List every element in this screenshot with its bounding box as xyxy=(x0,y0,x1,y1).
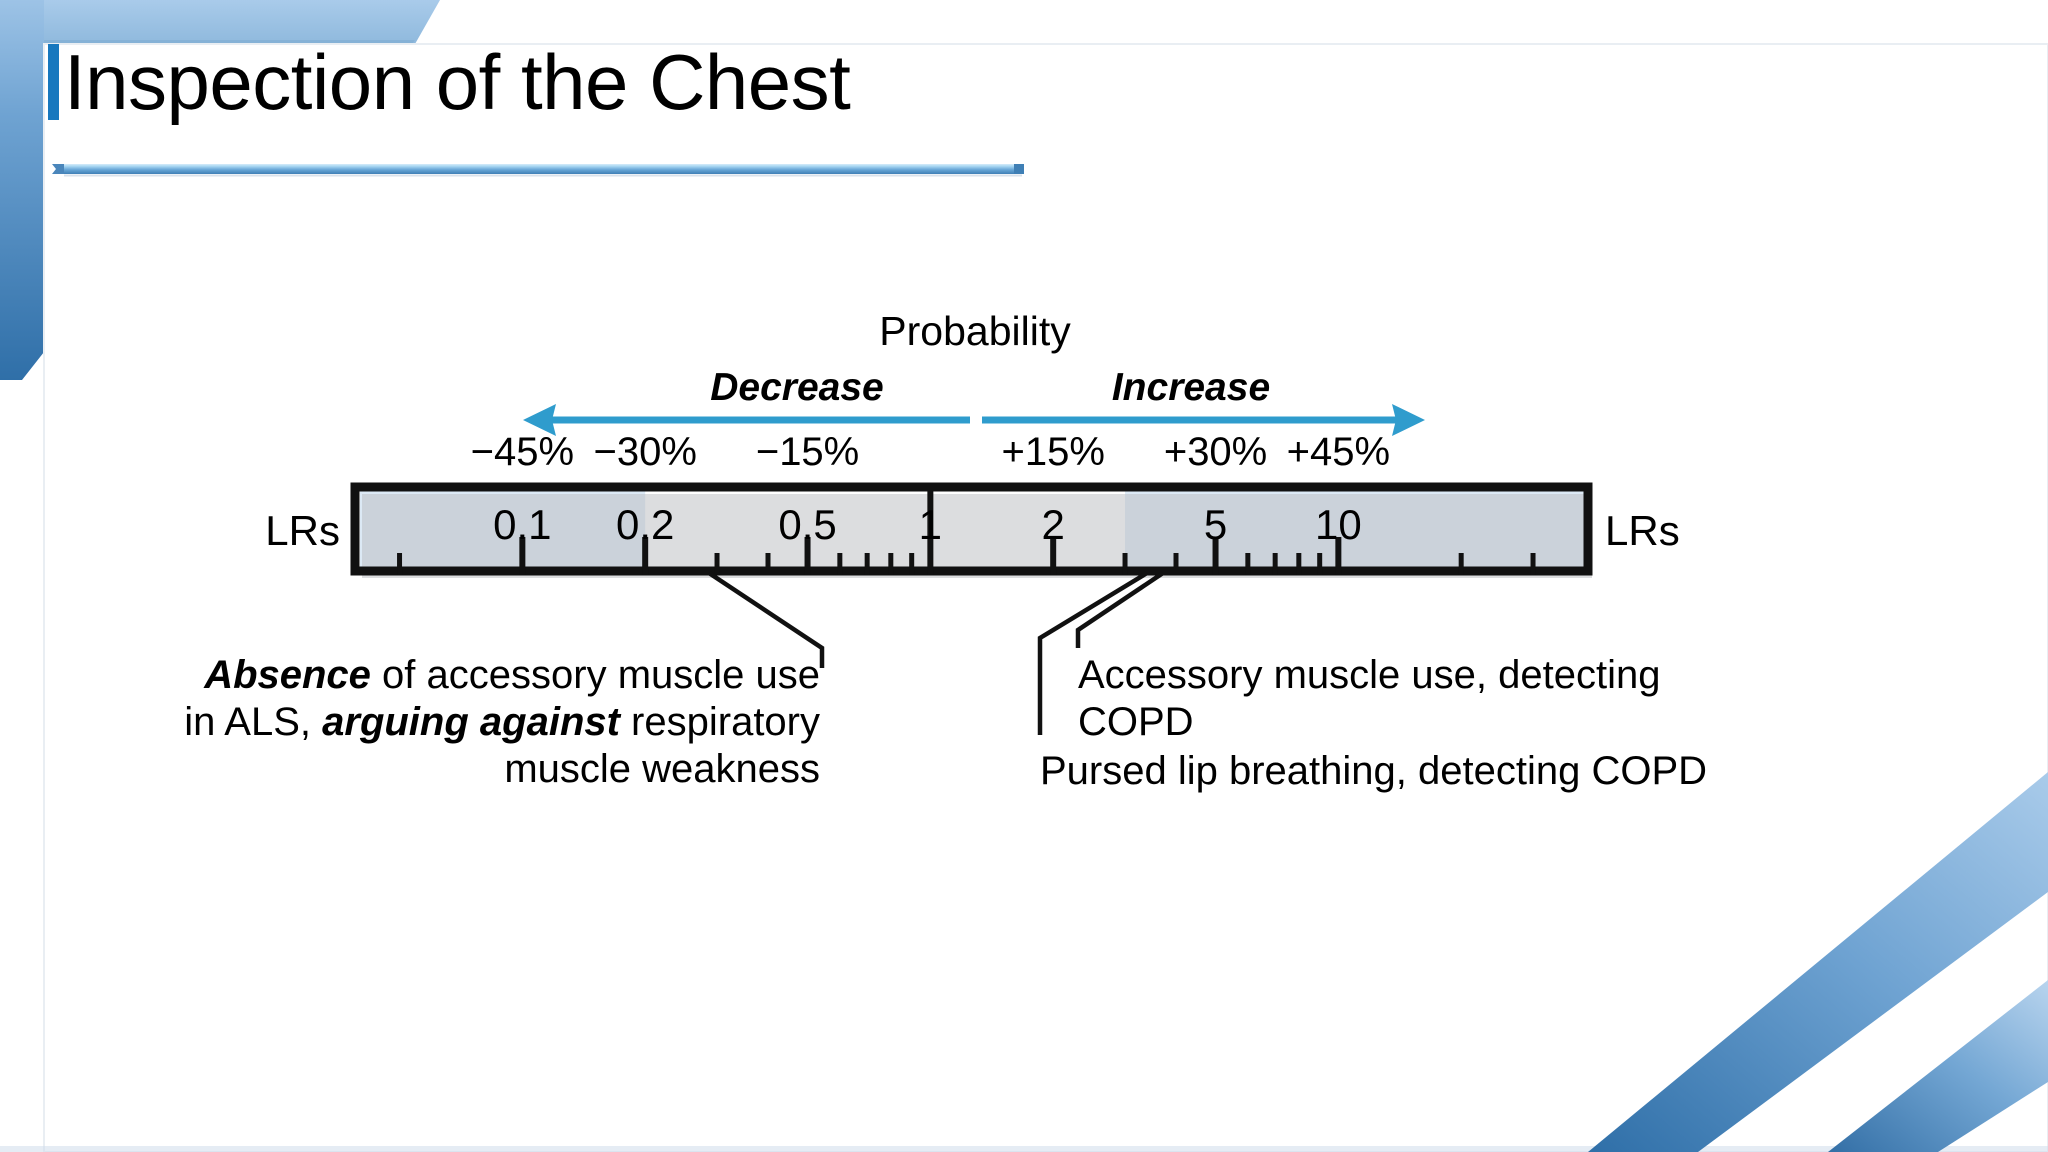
page-title: Inspection of the Chest xyxy=(64,38,851,126)
svg-text:COPD: COPD xyxy=(1078,700,1194,744)
lr-scale-labels: 0.1 0.2 0.5 1 2 5 10 xyxy=(493,501,1362,548)
svg-text:0.5: 0.5 xyxy=(778,501,836,548)
annotation-pursed-lip-breathing-copd: Pursed lip breathing, detecting COPD xyxy=(1040,749,1707,793)
svg-text:1: 1 xyxy=(919,501,942,548)
svg-text:0.2: 0.2 xyxy=(616,501,674,548)
shaded-band-decrease xyxy=(360,491,646,575)
axis-label-lrs-right: LRs xyxy=(1605,507,1680,554)
probability-tick-label: +15% xyxy=(1001,430,1104,474)
svg-text:0.1: 0.1 xyxy=(493,501,551,548)
svg-text:2: 2 xyxy=(1042,501,1065,548)
svg-text:Absence of accessory muscle us: Absence of accessory muscle use xyxy=(203,653,820,697)
probability-tick-label: +30% xyxy=(1164,430,1267,474)
probability-tick-labels: −45% −30% −15% +15% +30% +45% xyxy=(471,430,1390,474)
increase-arrow-icon xyxy=(982,404,1425,436)
title-underline-rule xyxy=(52,164,1024,177)
lr-scale-ticks xyxy=(397,491,1536,575)
svg-text:muscle weakness: muscle weakness xyxy=(504,747,820,791)
probability-tick-label: −15% xyxy=(756,430,859,474)
title-accent-bar xyxy=(48,44,59,120)
direction-label-increase: Increase xyxy=(1112,366,1270,409)
svg-text:Pursed lip breathing, detectin: Pursed lip breathing, detecting COPD xyxy=(1040,749,1707,793)
figure-title: Probability xyxy=(879,308,1071,354)
axis-label-lrs-left: LRs xyxy=(265,507,340,554)
decorative-corner-stripes xyxy=(1588,772,2048,1152)
svg-text:in ALS, arguing against respir: in ALS, arguing against respiratory xyxy=(184,700,820,744)
svg-text:Accessory muscle use, detectin: Accessory muscle use, detecting xyxy=(1078,653,1660,697)
decorative-left-band xyxy=(0,0,44,380)
svg-text:5: 5 xyxy=(1204,501,1227,548)
decrease-arrow-icon xyxy=(523,404,970,436)
annotation-leader-lines xyxy=(707,571,1165,735)
shaded-band-increase xyxy=(1125,491,1584,575)
title-block: Inspection of the Chest xyxy=(48,28,1348,138)
lr-scale-box xyxy=(350,482,1593,578)
probability-tick-label: −30% xyxy=(593,430,696,474)
probability-tick-label: −45% xyxy=(471,430,574,474)
direction-label-decrease: Decrease xyxy=(710,366,883,409)
svg-text:10: 10 xyxy=(1315,501,1362,548)
probability-tick-label: +45% xyxy=(1287,430,1390,474)
